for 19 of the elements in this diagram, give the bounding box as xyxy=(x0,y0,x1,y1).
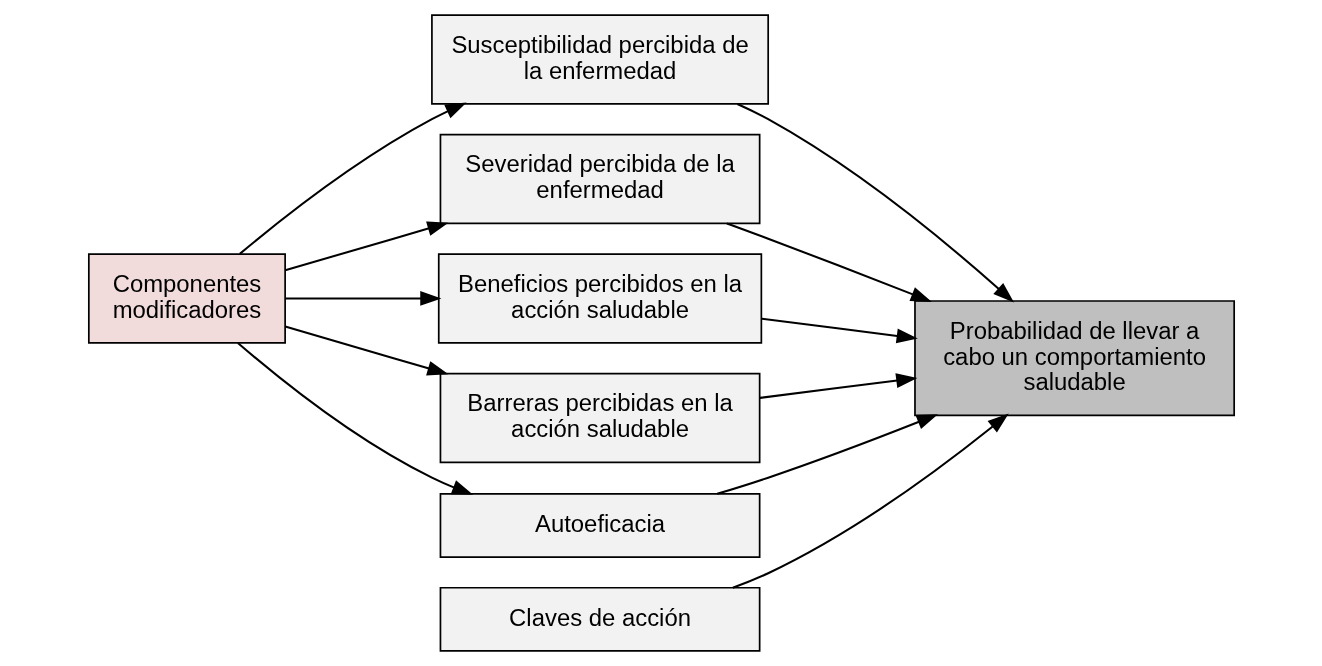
arrow xyxy=(284,291,441,306)
arrow xyxy=(284,325,448,376)
arrow xyxy=(716,414,938,495)
arrow xyxy=(761,317,918,344)
node-box: Beneficios percibidos en la acción saludable xyxy=(437,253,762,344)
node-box: Susceptibilidad percibida de la enfermedad xyxy=(430,14,769,105)
arrow xyxy=(236,342,473,495)
node-box: Componentes modificadores xyxy=(87,253,286,344)
arrow xyxy=(759,373,917,399)
node-box: Severidad percibida de la enfermedad xyxy=(439,133,760,225)
node-box: Probabilidad de llevar a cabo un comportamiento saludable xyxy=(913,300,1235,417)
arrow xyxy=(726,222,932,302)
node-box: Autoeficacia xyxy=(439,493,760,558)
arrow xyxy=(284,221,448,272)
arrow xyxy=(238,102,467,255)
arrow xyxy=(736,103,1014,303)
node-box: Claves de acción xyxy=(439,586,760,652)
arrow xyxy=(731,413,1009,589)
node-box: Barreras percibidas en la acción saludable xyxy=(439,372,760,464)
